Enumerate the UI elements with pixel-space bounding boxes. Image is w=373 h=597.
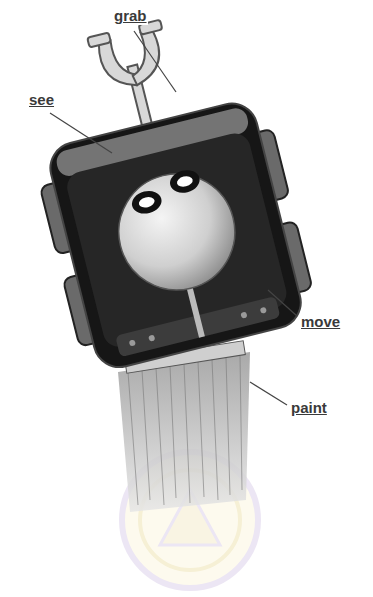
- part-label: see: [28, 92, 55, 109]
- leader-line: [250, 382, 287, 405]
- leader-line: [50, 113, 112, 153]
- paint-brush: [118, 341, 250, 512]
- part-label: paint: [290, 400, 328, 417]
- part-label: move: [300, 314, 341, 331]
- part-label: grab: [113, 8, 148, 25]
- robot-body: [8, 0, 320, 376]
- leader-lines: [50, 31, 297, 405]
- leader-line: [134, 31, 176, 92]
- leader-line: [268, 290, 297, 316]
